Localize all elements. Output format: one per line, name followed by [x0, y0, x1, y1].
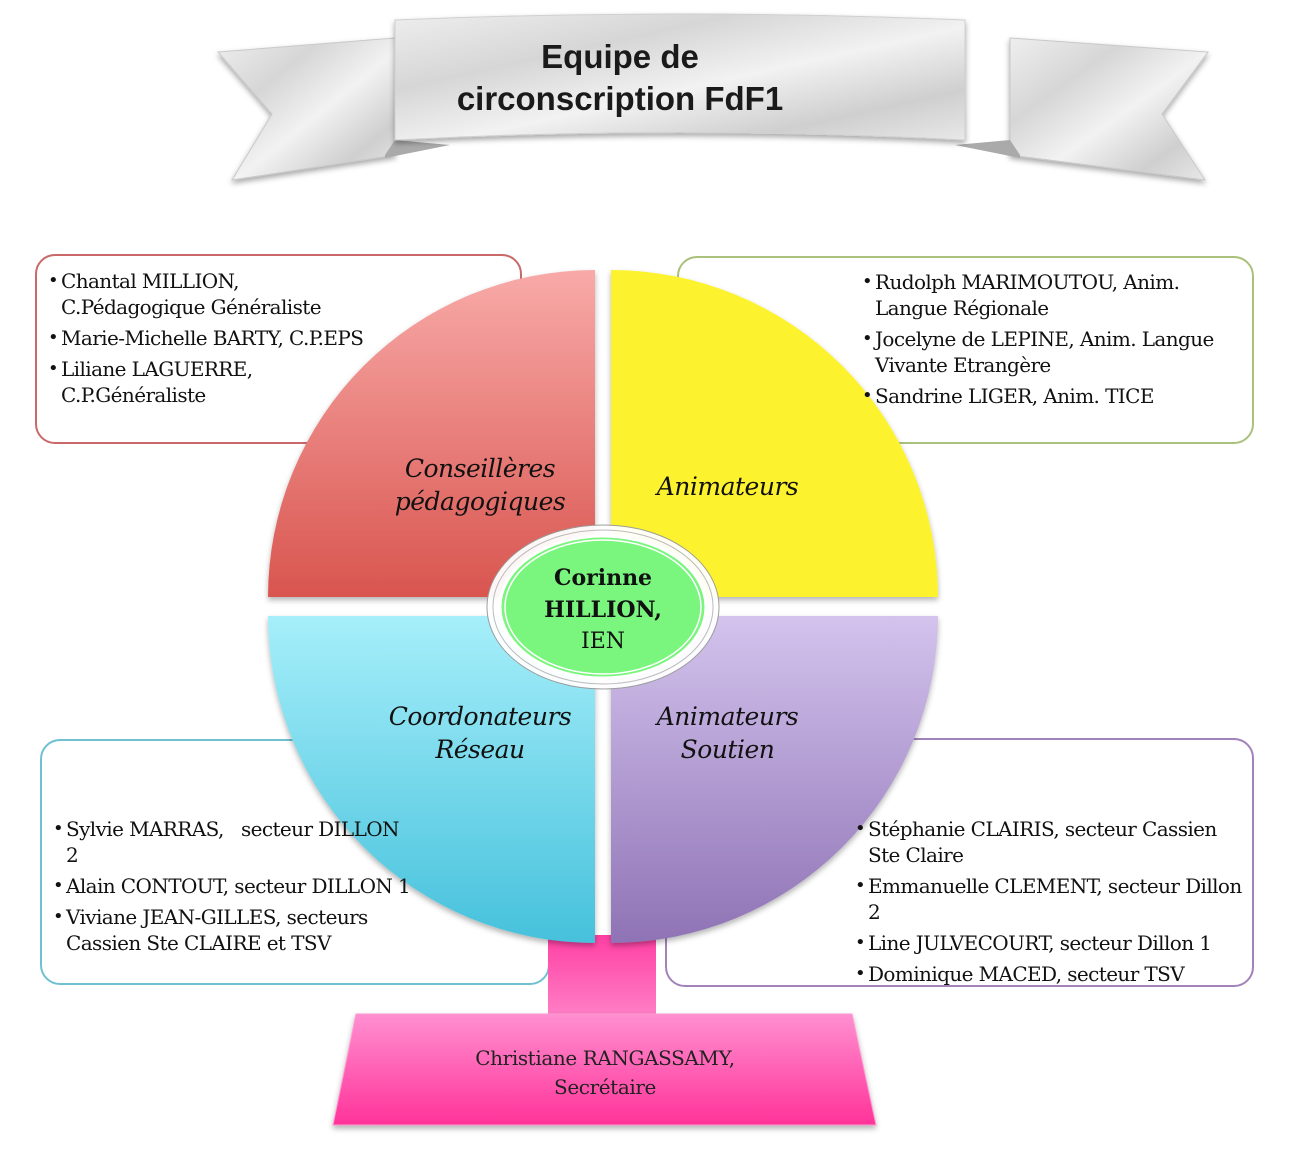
- quadrant-animateurs: [611, 270, 938, 597]
- secretary-name: Christiane RANGASSAMY,: [475, 1046, 735, 1070]
- list-item: Dominique MACED, secteur TSV: [855, 961, 1245, 987]
- list-item: Alain CONTOUT, secteur DILLON 1: [53, 873, 413, 899]
- quadrant-coordonateurs: [268, 616, 595, 943]
- label-line: Animateurs: [656, 702, 799, 731]
- quadrant-conseilleres: [268, 270, 595, 597]
- soutien-list: Stéphanie CLAIRIS, secteur Cassien Ste C…: [855, 816, 1245, 992]
- page-title: Equipe de circonscription FdF1: [395, 36, 845, 120]
- list-item: Rudolph MARIMOUTOU, Anim. Langue Régiona…: [862, 269, 1242, 321]
- title-line-2: circonscription FdF1: [456, 80, 784, 117]
- label-line: Soutien: [680, 735, 775, 764]
- label-line: Animateurs: [656, 472, 799, 501]
- label-line: Coordonateurs: [388, 702, 572, 731]
- list-item: Stéphanie CLAIRIS, secteur Cassien Ste C…: [855, 816, 1245, 868]
- list-item: Emmanuelle CLEMENT, secteur Dillon 2: [855, 873, 1245, 925]
- ien-center: Corinne HILLION, IEN: [505, 562, 701, 658]
- label-line: Réseau: [435, 735, 525, 764]
- list-item: Marie-Michelle BARTY, C.P.EPS: [48, 325, 368, 351]
- ien-name-last: HILLION,: [544, 597, 662, 623]
- secretary-stem: [548, 935, 656, 1025]
- list-item: Sylvie MARRAS, secteur DILLON 2: [53, 816, 413, 868]
- secretary-label: Christiane RANGASSAMY, Secrétaire: [400, 1044, 810, 1102]
- list-item: Chantal MILLION, C.Pédagogique Généralis…: [48, 268, 368, 320]
- label-line: Conseillères: [404, 454, 556, 483]
- label-line: pédagogiques: [394, 487, 566, 516]
- quadrant-label-soutien: Animateurs Soutien: [620, 700, 835, 766]
- list-item: Viviane JEAN-GILLES, secteurs Cassien St…: [53, 904, 413, 956]
- ien-role: IEN: [581, 629, 625, 654]
- banner-center: [394, 13, 966, 141]
- quadrant-soutien: [611, 616, 938, 943]
- banner-right-tail: [1009, 37, 1209, 181]
- title-line-1: Equipe de: [541, 38, 699, 75]
- banner-left-tail: [216, 37, 396, 181]
- coordonateurs-list: Sylvie MARRAS, secteur DILLON 2 Alain CO…: [53, 816, 413, 961]
- quadrant-label-conseilleres: Conseillères pédagogiques: [360, 452, 600, 518]
- ien-name-first: Corinne: [553, 565, 653, 591]
- animateurs-list: Rudolph MARIMOUTOU, Anim. Langue Régiona…: [862, 269, 1242, 414]
- secretary-role: Secrétaire: [554, 1075, 656, 1099]
- list-item: Sandrine LIGER, Anim. TICE: [862, 383, 1242, 409]
- list-item: Jocelyne de LEPINE, Anim. Langue Vivante…: [862, 326, 1242, 378]
- list-item: Line JULVECOURT, secteur Dillon 1: [855, 930, 1245, 956]
- list-item: Liliane LAGUERRE, C.P.Généraliste: [48, 356, 368, 408]
- quadrant-label-coordonateurs: Coordonateurs Réseau: [360, 700, 600, 766]
- center-ellipse: [498, 534, 708, 680]
- quadrant-label-animateurs: Animateurs: [620, 470, 835, 503]
- conseilleres-list: Chantal MILLION, C.Pédagogique Généralis…: [48, 268, 368, 413]
- secretary-pedestal: [332, 1013, 877, 1126]
- title-banner: [216, 13, 1209, 181]
